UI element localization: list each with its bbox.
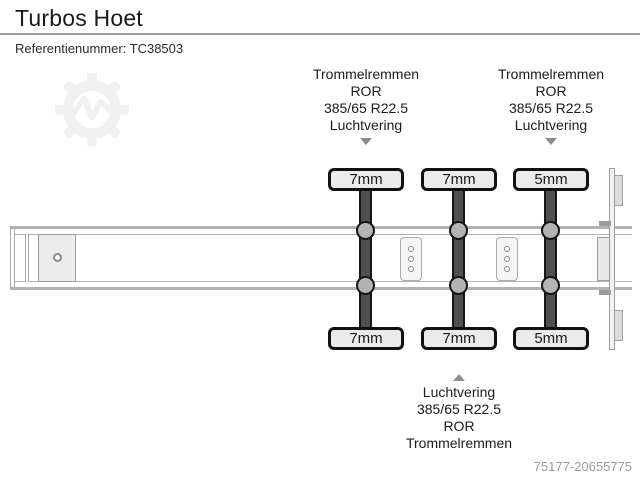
header-separator: [0, 33, 640, 35]
arrow-up-icon: [453, 374, 465, 381]
gusset-hole: [408, 246, 414, 252]
tread-depth-axle3-right: 5mm: [513, 327, 589, 350]
page-title: Turbos Hoet: [15, 5, 143, 31]
axle1-spec-annotation: Trommelremmen ROR 385/65 R22.5 Luchtveri…: [276, 66, 456, 145]
tread-depth-axle1-left: 7mm: [328, 168, 404, 191]
axle-2-bar: [452, 186, 465, 334]
tread-depth-axle2-left: 7mm: [421, 168, 497, 191]
gusset-hole: [504, 266, 510, 272]
axle-hub: [356, 221, 375, 240]
gusset-hole: [504, 256, 510, 262]
gusset-hole: [504, 246, 510, 252]
axle-1-bar: [359, 186, 372, 334]
tread-depth-axle2-right: 7mm: [421, 327, 497, 350]
gear-pulse-watermark-icon: [55, 72, 129, 147]
spec-tyre-size: 385/65 R22.5: [416, 401, 502, 417]
crossmember-gusset: [496, 237, 518, 281]
chassis-bottom-rail: [10, 281, 632, 290]
listing-id: 75177-20655775: [533, 459, 632, 474]
spec-brakes: Trommelremmen: [497, 66, 605, 82]
spec-axle-brand: ROR: [535, 83, 567, 99]
spec-brakes: Trommelremmen: [405, 435, 513, 451]
chassis-top-rail: [10, 226, 632, 235]
tread-depth-axle3-left: 5mm: [513, 168, 589, 191]
spec-axle-brand: ROR: [350, 83, 382, 99]
axle-hub: [356, 276, 375, 295]
spec-tyre-size: 385/65 R22.5: [323, 100, 409, 116]
axle3-spec-annotation: Trommelremmen ROR 385/65 R22.5 Luchtveri…: [461, 66, 640, 145]
kingpin: [53, 253, 62, 262]
spec-suspension: Luchtvering: [329, 117, 403, 133]
gusset-hole: [408, 266, 414, 272]
axle-hub: [449, 276, 468, 295]
rear-mount-tab: [599, 290, 611, 295]
chassis-front-crossmember: [25, 234, 29, 282]
arrow-down-icon: [545, 138, 557, 145]
axle-3-bar: [544, 186, 557, 334]
spec-suspension: Luchtvering: [422, 384, 496, 400]
crossmember-gusset: [400, 237, 422, 281]
axle-hub: [541, 221, 560, 240]
axle2-spec-annotation: Luchtvering 385/65 R22.5 ROR Trommelremm…: [369, 374, 549, 452]
rear-light-bracket: [614, 175, 623, 206]
spec-suspension: Luchtvering: [514, 117, 588, 133]
arrow-down-icon: [360, 138, 372, 145]
rear-bumper-plate: [609, 168, 615, 350]
chassis-front-cap: [10, 228, 15, 288]
gusset-hole: [408, 256, 414, 262]
rear-light-bracket: [614, 310, 623, 341]
spec-tyre-size: 385/65 R22.5: [508, 100, 594, 116]
axle-hub: [541, 276, 560, 295]
reference-number: Referentienummer: TC38503: [15, 41, 184, 56]
tread-depth-axle1-right: 7mm: [328, 327, 404, 350]
rear-mount-tab: [599, 221, 611, 226]
spec-brakes: Trommelremmen: [312, 66, 420, 82]
axle-hub: [449, 221, 468, 240]
spec-axle-brand: ROR: [443, 418, 475, 434]
